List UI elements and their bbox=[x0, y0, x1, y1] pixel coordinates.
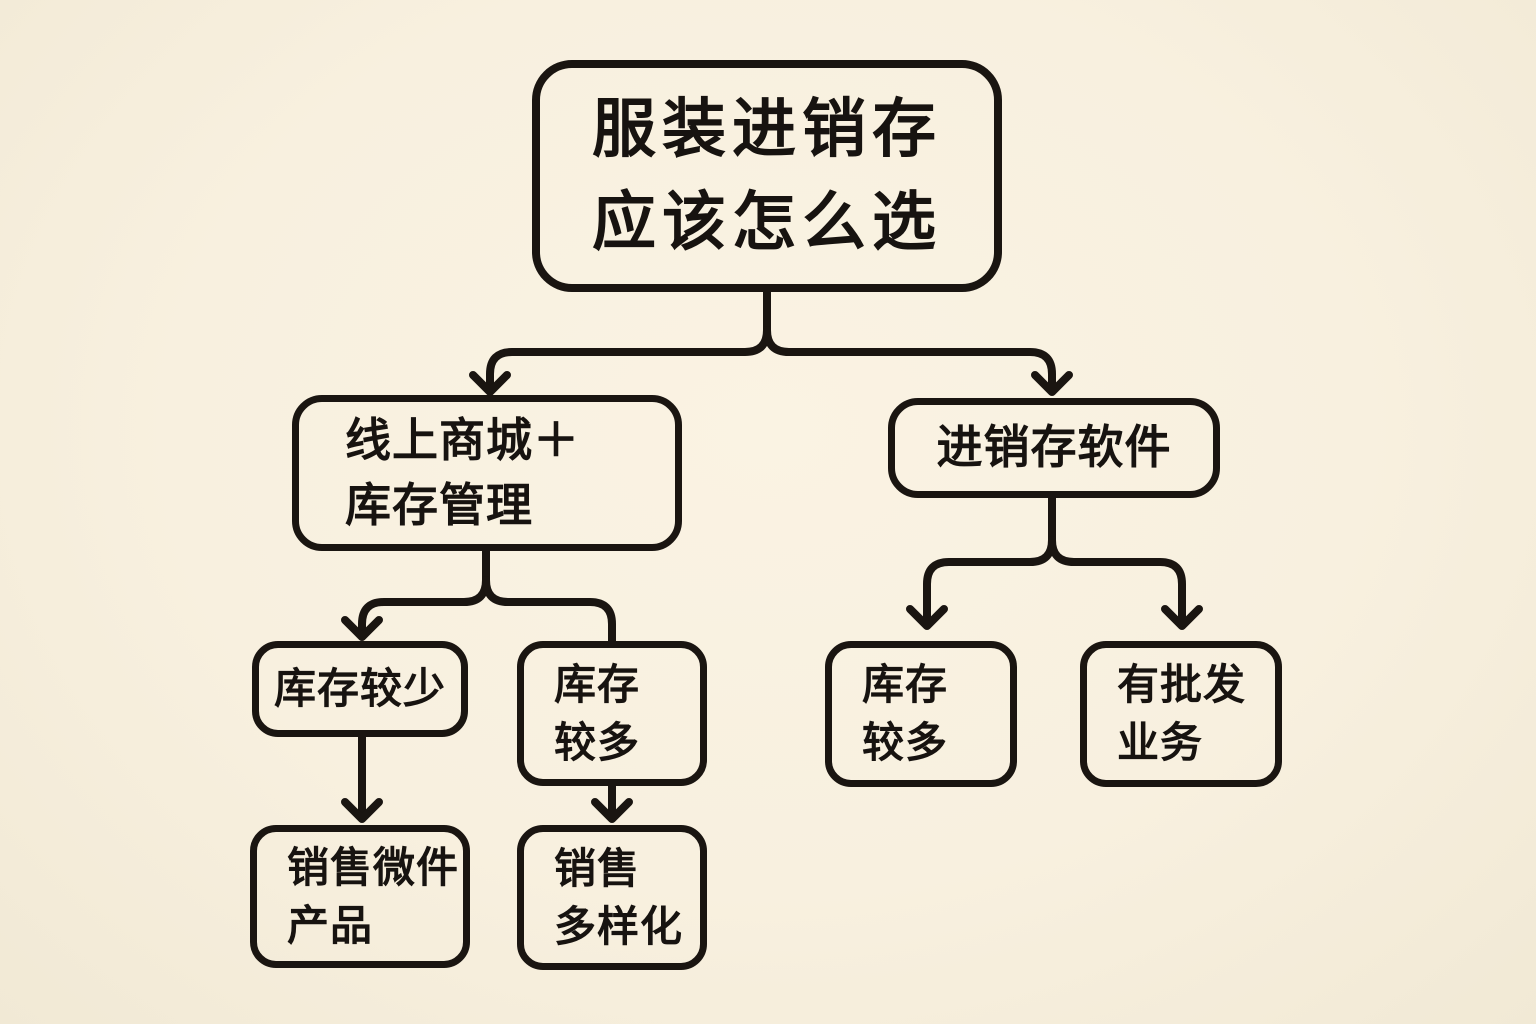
node-inventory-software-line-1: 进销存软件 bbox=[936, 421, 1172, 474]
arrowhead-wholesale bbox=[1161, 605, 1203, 630]
arrowhead-less-inv bbox=[341, 616, 383, 641]
node-root-line-2: 应该怎么选 bbox=[592, 186, 942, 258]
node-root-line-1: 服装进销存 bbox=[592, 93, 942, 166]
node-less-inventory: 库存较少 bbox=[252, 641, 468, 737]
node-more-inventory-right-line-1: 库存 bbox=[862, 661, 949, 709]
node-online-mall-line-1: 线上商城＋ bbox=[345, 413, 580, 466]
node-sell-widget-products-line-2: 产品 bbox=[287, 901, 374, 949]
arrowhead-more-inv-right bbox=[906, 605, 948, 630]
node-more-inventory-right: 库存 较多 bbox=[825, 641, 1017, 787]
edge-online-mall-to-more-inv-left bbox=[482, 576, 616, 645]
arrowhead-inv-software bbox=[1031, 371, 1073, 396]
node-inventory-software: 进销存软件 bbox=[888, 398, 1220, 498]
node-online-mall: 线上商城＋ 库存管理 bbox=[292, 395, 682, 551]
arrowhead-sell-diverse bbox=[591, 798, 633, 823]
node-sell-widget-products: 销售微件 产品 bbox=[250, 825, 470, 968]
node-more-inventory-right-line-2: 较多 bbox=[862, 719, 949, 766]
edge-root-to-inv-software bbox=[763, 326, 1056, 389]
node-more-inventory-left-line-2: 较多 bbox=[554, 718, 641, 766]
node-sell-diversified-line-2: 多样化 bbox=[554, 902, 684, 950]
edge-root-to-online-mall bbox=[486, 326, 771, 389]
edge-online-mall-to-less-inv bbox=[358, 576, 490, 633]
edge-inv-software-to-more-inv-right bbox=[923, 536, 1056, 622]
node-root: 服装进销存 应该怎么选 bbox=[532, 60, 1002, 292]
node-sell-widget-products-line-1: 销售微件 bbox=[287, 843, 460, 891]
node-less-inventory-line-1: 库存较少 bbox=[273, 664, 446, 712]
node-sell-diversified-line-1: 销售 bbox=[554, 844, 641, 892]
node-online-mall-line-2: 库存管理 bbox=[345, 479, 533, 531]
edge-inv-software-to-wholesale bbox=[1048, 536, 1186, 622]
node-more-inventory-left-line-1: 库存 bbox=[554, 660, 641, 708]
node-wholesale-business-line-2: 业务 bbox=[1117, 719, 1204, 766]
node-more-inventory-left: 库存 较多 bbox=[517, 641, 707, 786]
arrowhead-online-mall bbox=[469, 371, 511, 396]
arrowhead-sell-widget bbox=[341, 798, 383, 823]
node-wholesale-business: 有批发 业务 bbox=[1080, 641, 1282, 787]
node-sell-diversified: 销售 多样化 bbox=[517, 825, 707, 970]
node-wholesale-business-line-1: 有批发 bbox=[1117, 661, 1247, 709]
